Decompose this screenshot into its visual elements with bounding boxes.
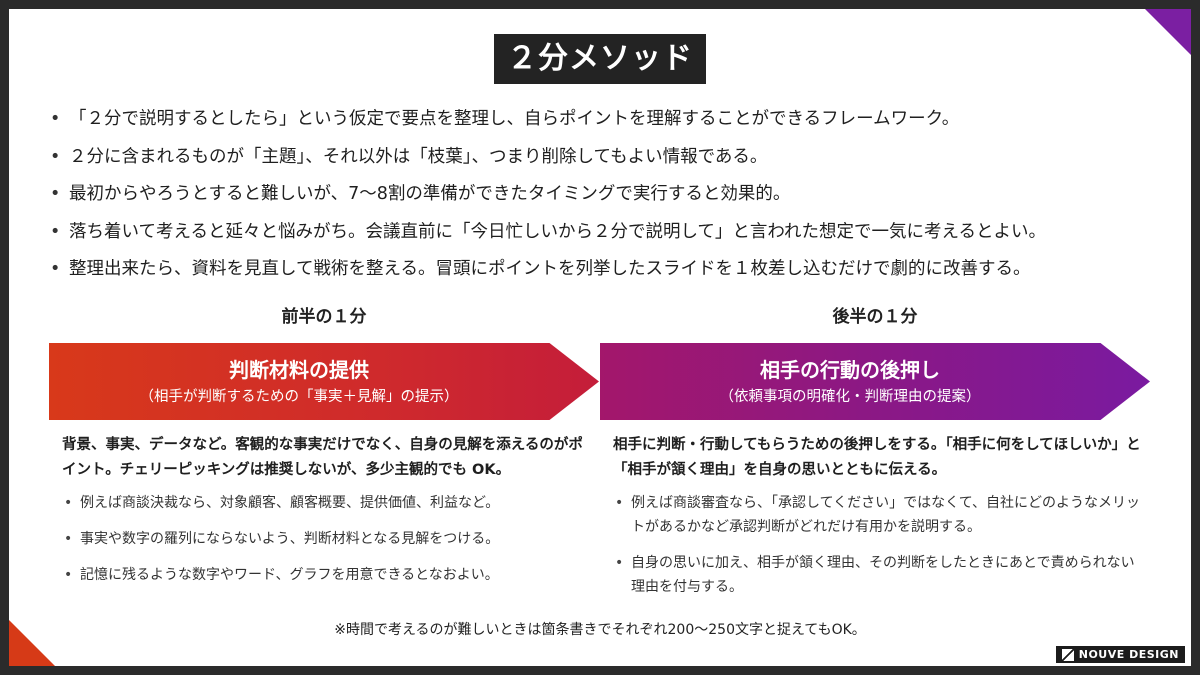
first-half-bullet: 事実や数字の羅列にならないよう、判断材料となる見解をつける。 bbox=[62, 527, 597, 551]
corner-accent-top-right bbox=[1145, 9, 1191, 55]
key-point: 最初からやろうとすると難しいが、7～8割の準備ができたタイミングで実行すると効果… bbox=[47, 176, 1177, 214]
second-half-lead: 相手に判断・行動してもらうための後押しをする。「相手に何をしてほしいか」と「相手… bbox=[613, 437, 1141, 478]
brand-logo-text: NOUVE DESIGN bbox=[1078, 648, 1179, 661]
slash-square-logo-icon bbox=[1061, 648, 1074, 661]
corner-accent-bottom-left bbox=[9, 620, 55, 666]
slide-card: ２分メソッド 「２分で説明するとしたら」という仮定で要点を整理し、自らポイントを… bbox=[9, 9, 1191, 666]
second-half-bullet: 例えば商談審査なら、「承認してください」ではなくて、自社にどのようなメリットがあ… bbox=[613, 491, 1148, 539]
key-point: ２分に含まれるものが「主題」、それ以外は「枝葉」、つまり削除してもよい情報である… bbox=[47, 139, 1177, 177]
first-half-bullets: 例えば商談決裁なら、対象顧客、顧客概要、提供価値、利益など。 事実や数字の羅列に… bbox=[62, 491, 597, 587]
second-half-column: 相手に判断・行動してもらうための後押しをする。「相手に何をしてほしいか」と「相手… bbox=[613, 433, 1148, 611]
second-half-bullet: 自身の思いに加え、相手が頷く理由、その判断をしたときにあとで責められない理由を付… bbox=[613, 551, 1148, 599]
second-half-arrow: 相手の行動の後押し （依頼事項の明確化・判断理由の提案） bbox=[600, 343, 1150, 420]
key-points-list: 「２分で説明するとしたら」という仮定で要点を整理し、自らポイントを理解することが… bbox=[47, 101, 1177, 289]
first-half-column: 背景、事実、データなど。客観的な事実だけでなく、自身の見解を添えるのがポイント。… bbox=[62, 433, 597, 599]
second-half-arrow-subtitle: （依頼事項の明確化・判断理由の提案） bbox=[719, 389, 981, 405]
first-half-label: 前半の１分 bbox=[281, 307, 367, 327]
first-half-bullet: 記憶に残るような数字やワード、グラフを用意できるとなおよい。 bbox=[62, 563, 597, 587]
key-point: 落ち着いて考えると延々と悩みがち。会議直前に「今日忙しいから２分で説明して」と言… bbox=[47, 214, 1177, 252]
key-point: 整理出来たら、資料を見直して戦術を整える。冒頭にポイントを列挙したスライドを１枚… bbox=[47, 251, 1177, 289]
first-half-bullet: 例えば商談決裁なら、対象顧客、顧客概要、提供価値、利益など。 bbox=[62, 491, 597, 515]
second-half-arrow-title: 相手の行動の後押し bbox=[760, 358, 940, 382]
first-half-arrow-title: 判断材料の提供 bbox=[229, 358, 369, 382]
first-half-arrow: 判断材料の提供 （相手が判断するための「事実＋見解」の提示） bbox=[49, 343, 599, 420]
second-half-label: 後半の１分 bbox=[832, 307, 918, 327]
key-point: 「２分で説明するとしたら」という仮定で要点を整理し、自らポイントを理解することが… bbox=[47, 101, 1177, 139]
slide-title: ２分メソッド bbox=[494, 34, 706, 84]
first-half-lead: 背景、事実、データなど。客観的な事実だけでなく、自身の見解を添えるのがポイント。… bbox=[62, 437, 583, 478]
footnote: ※時間で考えるのが難しいときは箇条書きでそれぞれ200～250文字と捉えてもOK… bbox=[334, 622, 866, 638]
second-half-bullets: 例えば商談審査なら、「承認してください」ではなくて、自社にどのようなメリットがあ… bbox=[613, 491, 1148, 599]
brand-logo: NOUVE DESIGN bbox=[1055, 646, 1185, 663]
first-half-arrow-subtitle: （相手が判断するための「事実＋見解」の提示） bbox=[139, 389, 459, 405]
